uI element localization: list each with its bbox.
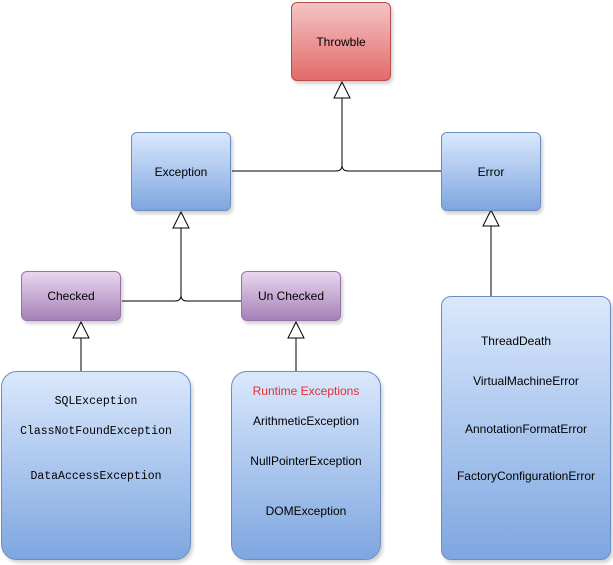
error-label: Error xyxy=(477,164,505,179)
arrowhead-throwble xyxy=(333,80,351,99)
exception-label: Exception xyxy=(154,164,208,179)
list-item: FactoryConfigurationError xyxy=(456,469,596,483)
error-node[interactable]: Error xyxy=(441,132,541,211)
list-item: NullPointerException xyxy=(250,454,362,468)
list-item: DOMException xyxy=(265,504,347,518)
list-item: SQLException xyxy=(54,395,138,408)
unchecked-node[interactable]: Un Checked xyxy=(241,271,341,321)
arrowhead-error xyxy=(482,208,500,227)
unchecked-exceptions-box[interactable]: Runtime Exceptions ArithmeticException N… xyxy=(231,371,381,560)
throwble-label: Throwble xyxy=(316,34,366,49)
connector-error-throwble xyxy=(341,164,442,172)
connector-checked-exception xyxy=(122,228,182,302)
unchecked-label: Un Checked xyxy=(257,289,325,303)
arrowhead-checked xyxy=(72,320,90,339)
list-item: VirtualMachineError xyxy=(473,374,579,388)
list-item: AnnotationFormatError xyxy=(464,422,588,436)
checked-node[interactable]: Checked xyxy=(21,271,121,321)
list-item: DataAccessException xyxy=(30,470,162,483)
error-subclasses-box[interactable]: ThreadDeath VirtualMachineError Annotati… xyxy=(441,296,611,560)
throwble-node[interactable]: Throwble xyxy=(291,2,391,81)
connector-unchecked-exception xyxy=(180,294,242,302)
checked-exceptions-box[interactable]: SQLException ClassNotFoundException Data… xyxy=(1,371,191,560)
arrowhead-unchecked xyxy=(287,320,305,339)
connector-exception-throwble xyxy=(232,98,343,172)
list-item: ClassNotFoundException xyxy=(20,425,172,438)
exception-node[interactable]: Exception xyxy=(131,132,231,211)
checked-label: Checked xyxy=(47,289,95,303)
runtime-exceptions-heading: Runtime Exceptions xyxy=(252,384,360,398)
list-item: ThreadDeath xyxy=(480,334,552,348)
arrowhead-exception xyxy=(172,210,190,229)
list-item: ArithmeticException xyxy=(252,414,360,428)
